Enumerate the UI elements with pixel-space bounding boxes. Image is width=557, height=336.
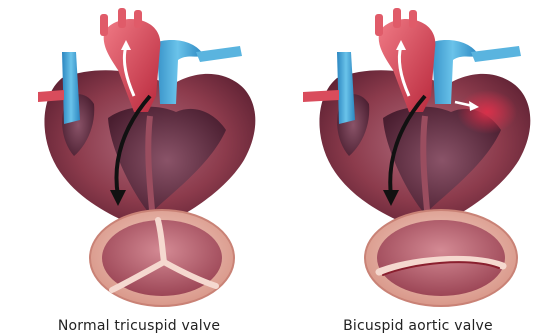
- caption-tricuspid: Normal tricuspid valve: [0, 318, 278, 334]
- septum: [148, 116, 152, 210]
- aortic-branch-3: [134, 10, 142, 28]
- superior-vena-cava: [337, 52, 355, 124]
- regurgitant-jet: [457, 90, 517, 134]
- aortic-branch-1: [100, 14, 108, 36]
- tricuspid-valve: [90, 210, 234, 306]
- aortic-branch-1: [375, 14, 383, 36]
- panel-tricuspid: Normal tricuspid valve: [0, 0, 278, 336]
- caption-bicuspid: Bicuspid aortic valve: [279, 318, 557, 334]
- septum: [423, 116, 427, 210]
- superior-vena-cava: [62, 52, 80, 124]
- left-pulmonary-branch: [196, 46, 242, 62]
- left-pulmonary-branch: [471, 46, 521, 62]
- panel-bicuspid: Bicuspid aortic valve: [279, 0, 557, 336]
- aortic-branch-2: [393, 8, 401, 28]
- bicuspid-valve: [365, 210, 517, 306]
- left-vessel-stub: [38, 90, 64, 102]
- aortic-branch-3: [409, 10, 417, 28]
- tricuspid-heart-graphic: [0, 0, 278, 336]
- left-vessel-stub: [303, 90, 339, 102]
- aortic-branch-2: [118, 8, 126, 28]
- bicuspid-heart-graphic: [279, 0, 557, 336]
